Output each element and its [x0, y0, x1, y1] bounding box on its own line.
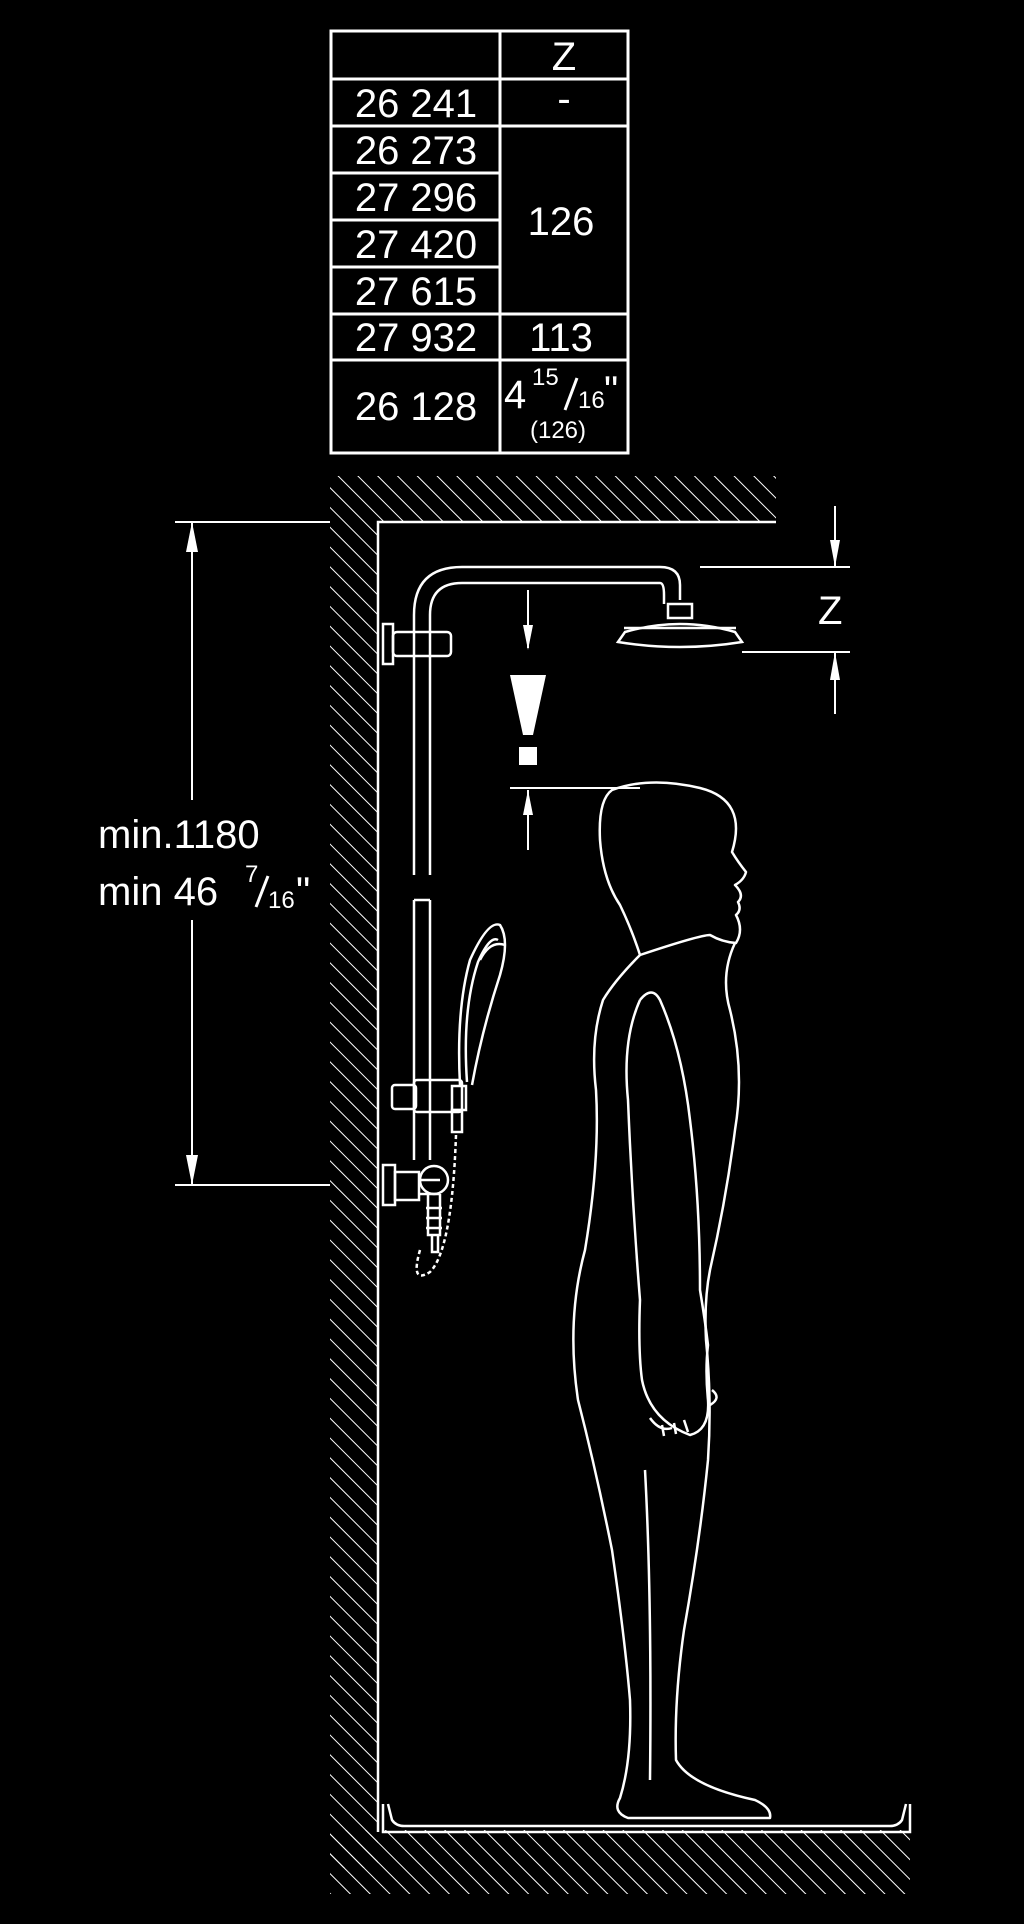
fraction-whole: 4: [504, 373, 526, 417]
fraction-numerator: 15: [532, 364, 559, 391]
height-label-inch: min 46 7 16 ": [98, 861, 310, 914]
metric-value: (126): [530, 417, 586, 444]
clearance-dimension: [510, 590, 640, 850]
table-row-code: 26 241: [355, 82, 477, 126]
table-row-code: 27 296: [355, 176, 477, 220]
wall-ceiling: [330, 476, 910, 1894]
height-label-mm: min.1180: [98, 813, 260, 857]
z-label: Z: [818, 589, 842, 633]
table-text: Z 26 241 - 26 273 27 296 27 420 27 615 1…: [355, 35, 618, 444]
inch-mark: ": [604, 369, 618, 413]
person-silhouette: [572, 781, 772, 1820]
table-header-z: Z: [552, 35, 576, 79]
height-inch-text: min 46: [98, 870, 218, 914]
height-dimension: [175, 521, 330, 1186]
height-inch-num: 7: [245, 861, 258, 888]
fraction-denominator: 16: [578, 387, 605, 414]
shower-tray: [381, 1803, 912, 1834]
dimension-table: [329, 29, 630, 455]
table-row-code: 27 932: [355, 316, 477, 360]
z-dimension: [700, 506, 850, 714]
fraction-slash: [563, 377, 579, 411]
table-merged-z: 126: [528, 200, 595, 244]
table-row-z: 113: [529, 316, 593, 360]
warning-icon: [510, 675, 546, 765]
table-row-code: 27 420: [355, 223, 477, 267]
height-inch-den: 16: [268, 887, 295, 914]
height-inch-suffix: ": [296, 870, 310, 914]
table-row-code: 26 128: [355, 385, 477, 429]
shower-column: [381, 565, 745, 1277]
table-row-code: 26 273: [355, 129, 477, 173]
table-row-z: -: [557, 77, 570, 121]
table-row-code: 27 615: [355, 270, 477, 314]
